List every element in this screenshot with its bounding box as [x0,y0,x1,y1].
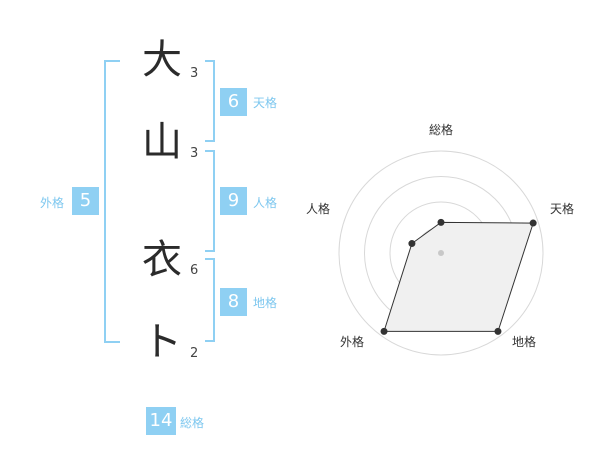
chikaku-bracket [205,258,215,342]
axis-label-gaikaku: 外格 [340,334,364,349]
axis-label-soukaku: 総格 [429,122,453,137]
jinkaku-bracket [205,150,215,252]
stroke-count-4: 2 [190,346,199,361]
radar-point [494,327,502,335]
gaikaku-value: 5 [72,187,99,215]
gaikaku-bracket [104,60,120,343]
stroke-count-1: 3 [190,66,199,81]
axis-label-chikaku: 地格 [512,334,536,349]
axis-label-jinkaku: 人格 [306,201,330,216]
radar-point [380,327,388,335]
chikaku-value: 8 [220,288,247,316]
radar-ring [338,150,544,356]
stroke-count-2: 3 [190,146,199,161]
tenkaku-bracket [205,60,215,142]
radar-point [408,240,416,248]
soukaku-value: 14 [146,407,176,435]
gaikaku-label: 外格 [40,196,65,210]
name-char-3: 衣 [142,237,182,283]
radar-polygon [383,221,534,332]
name-char-4: ト [142,319,182,365]
radar-point [437,218,445,226]
chikaku-label: 地格 [253,296,278,310]
axis-label-tenkaku: 天格 [550,201,574,216]
stroke-count-3: 6 [190,263,199,278]
radar-point [529,219,537,227]
soukaku-label: 総格 [180,416,205,430]
name-char-1: 大 [142,37,182,83]
jinkaku-label: 人格 [253,196,278,210]
jinkaku-value: 9 [220,187,247,215]
name-char-2: 山 [142,119,182,165]
tenkaku-label: 天格 [253,96,278,110]
radar-center [438,250,444,256]
tenkaku-value: 6 [220,88,247,116]
